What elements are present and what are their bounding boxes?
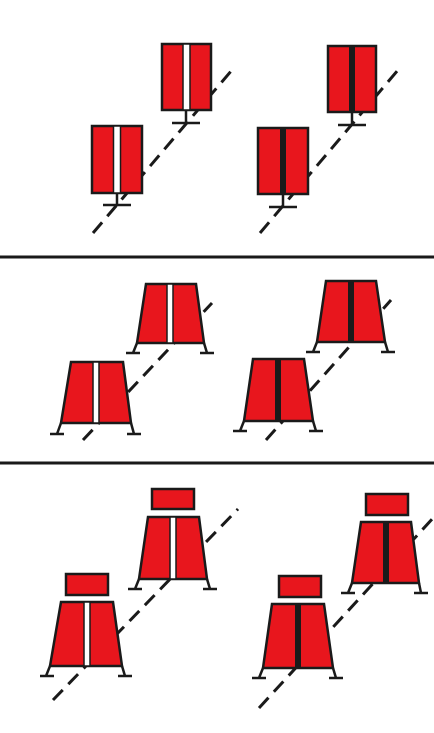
unit-leg xyxy=(417,582,423,594)
unit-seam-black xyxy=(295,604,301,668)
unit-seam-white xyxy=(166,283,174,344)
unit-leg xyxy=(238,420,246,432)
unit-seam-black xyxy=(383,522,389,583)
unit-leg xyxy=(55,422,63,435)
unit-leg xyxy=(129,422,136,435)
unit-leg xyxy=(311,341,319,353)
unit-leg xyxy=(205,578,212,590)
trap-unit-black-seam xyxy=(306,279,395,354)
unit-seam-white xyxy=(92,361,100,424)
unit-leg xyxy=(131,342,139,354)
panel-trapezoid-capped-units xyxy=(40,487,434,710)
unit-cap xyxy=(364,492,410,517)
capped-unit-white-seam xyxy=(128,487,217,591)
unit-cap xyxy=(277,574,323,599)
unit-leg xyxy=(202,342,209,354)
rect-unit-white-seam xyxy=(90,124,144,207)
panel-rectangular-units xyxy=(90,42,400,234)
unit-cap xyxy=(64,572,110,597)
panel-trapezoid-units xyxy=(50,279,395,442)
capped-unit-black-seam xyxy=(252,574,343,680)
unit-leg xyxy=(311,420,318,432)
unit-seam-white xyxy=(182,43,191,111)
unit-seam-black xyxy=(275,359,281,421)
unit-leg xyxy=(120,665,127,677)
unit-leg xyxy=(346,582,354,594)
unit-leg xyxy=(44,665,52,677)
unit-seam-white xyxy=(169,516,177,580)
capped-unit-white-seam xyxy=(40,572,132,678)
unit-leg xyxy=(383,341,390,353)
unit-leg xyxy=(133,578,141,590)
unit-cap xyxy=(150,487,196,511)
unit-seam-black xyxy=(348,281,354,342)
rect-unit-black-seam xyxy=(256,126,310,209)
unit-seam-black xyxy=(280,128,286,194)
unit-leg xyxy=(257,667,265,679)
trap-unit-white-seam xyxy=(126,282,214,355)
trap-unit-black-seam xyxy=(233,357,323,433)
unit-leg xyxy=(331,667,338,679)
unit-seam-white xyxy=(112,125,122,194)
rect-unit-white-seam xyxy=(160,42,213,125)
trap-unit-white-seam xyxy=(50,360,141,436)
rect-unit-black-seam xyxy=(326,44,378,127)
capped-unit-black-seam xyxy=(341,492,428,595)
unit-seam-black xyxy=(349,46,355,112)
alignment-guide-line xyxy=(51,507,240,702)
unit-seam-white xyxy=(83,601,91,667)
